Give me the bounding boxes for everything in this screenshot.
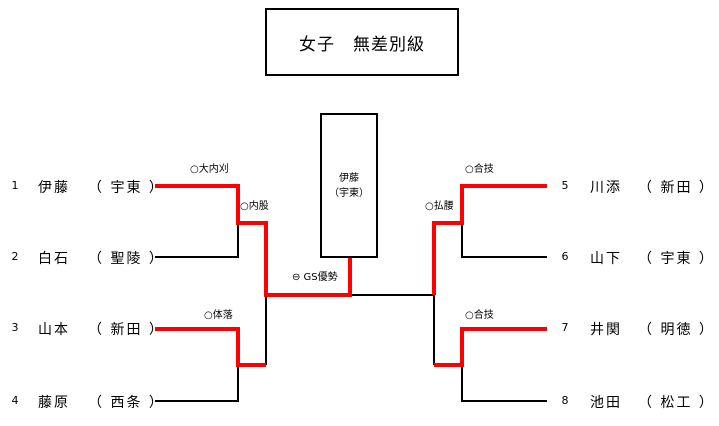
player-name: 山本 (38, 322, 70, 338)
player-team: （ 聖陵 ） (88, 251, 165, 267)
seed-number: 3 (11, 321, 19, 334)
result-final: ⊖ GS優勢 (292, 272, 338, 283)
line-player-5 (432, 184, 547, 295)
player-team: （ 明徳 ） (638, 322, 715, 338)
line-player-2 (155, 223, 239, 258)
player-name: 山下 (590, 251, 622, 267)
seed-number: 2 (11, 250, 19, 263)
bracket-title: 女子 無差別級 (299, 34, 425, 55)
winner-name: 伊藤 (339, 172, 359, 184)
line-player-8 (461, 365, 547, 402)
seed-number: 7 (561, 321, 569, 334)
player-name: 白石 (38, 251, 70, 267)
player-team: （ 宇東 ） (638, 251, 715, 267)
winner-box: 伊藤 （宇東） (320, 113, 378, 258)
line-player-7 (434, 327, 547, 367)
result-r1-match4: ○合技 (465, 310, 494, 321)
line-player-4 (155, 365, 239, 402)
player-name: 藤原 (38, 395, 70, 411)
player-name: 伊藤 (38, 180, 70, 196)
player-name: 池田 (590, 395, 622, 411)
player-name: 川添 (590, 180, 622, 196)
result-r1-match1: ○大内刈 (190, 164, 229, 175)
player-team: （ 新田 ） (638, 180, 715, 196)
result-r1-match3: ○合技 (465, 164, 494, 175)
player-team: （ 松工 ） (638, 395, 715, 411)
seed-number: 5 (561, 179, 569, 192)
seed-number: 4 (11, 394, 19, 407)
winner-team: （宇東） (329, 187, 369, 199)
result-r2-left: ○内股 (240, 201, 269, 212)
title-box: 女子 無差別級 (265, 8, 459, 76)
seed-number: 1 (11, 179, 19, 192)
result-r2-right: ○払腰 (425, 201, 454, 212)
player-team: （ 新田 ） (88, 322, 165, 338)
seed-number: 8 (561, 394, 569, 407)
line-player-1 (155, 184, 352, 297)
line-player-3 (155, 327, 266, 367)
result-r1-match2: ○体落 (204, 310, 233, 321)
player-name: 井関 (590, 322, 622, 338)
player-team: （ 西条 ） (88, 395, 165, 411)
line-player-6 (461, 223, 547, 258)
seed-number: 6 (561, 250, 569, 263)
player-team: （ 宇東 ） (88, 180, 165, 196)
